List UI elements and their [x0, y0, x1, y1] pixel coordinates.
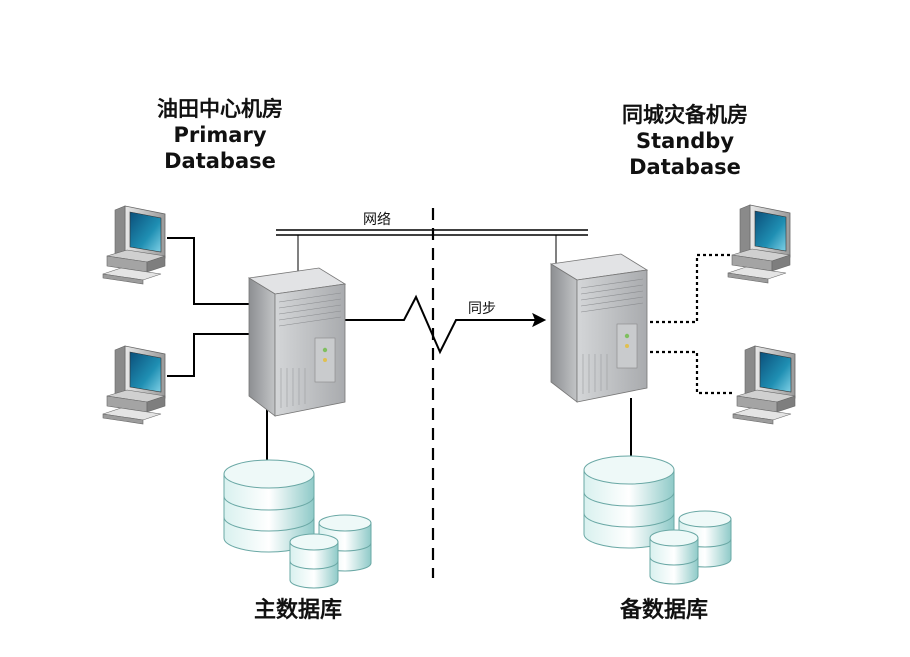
workstation-icon: [102, 345, 166, 425]
primary-title-en-2: Database: [164, 149, 276, 173]
workstation-icon: [102, 205, 166, 285]
standby-title-en-2: Database: [629, 155, 741, 179]
standby-title-en-1: Standby: [635, 129, 735, 153]
standby-db-label: 备数据库: [619, 598, 708, 623]
standby-title-cn: 同城灾备机房: [622, 103, 748, 127]
primary-db-label: 主数据库: [253, 598, 342, 623]
primary-site-title: 油田中心机房 Primary Database: [90, 96, 350, 174]
standby-site-title: 同城灾备机房 Standby Database: [555, 102, 815, 180]
sync-link: [342, 294, 547, 355]
primary-title-cn: 油田中心机房: [157, 97, 283, 121]
standby-database-icon: [583, 455, 732, 585]
primary-title-en-1: Primary: [173, 123, 267, 147]
workstation-icon: [727, 204, 791, 284]
network-label: 网络: [363, 212, 391, 228]
standby-server-icon: [550, 253, 648, 403]
standby-client-links: [650, 253, 735, 395]
workstation-icon: [732, 345, 796, 425]
sync-label: 同步: [468, 301, 496, 317]
primary-database-icon: [223, 459, 372, 589]
primary-server-icon: [248, 267, 346, 417]
primary-client-links: [167, 237, 249, 377]
